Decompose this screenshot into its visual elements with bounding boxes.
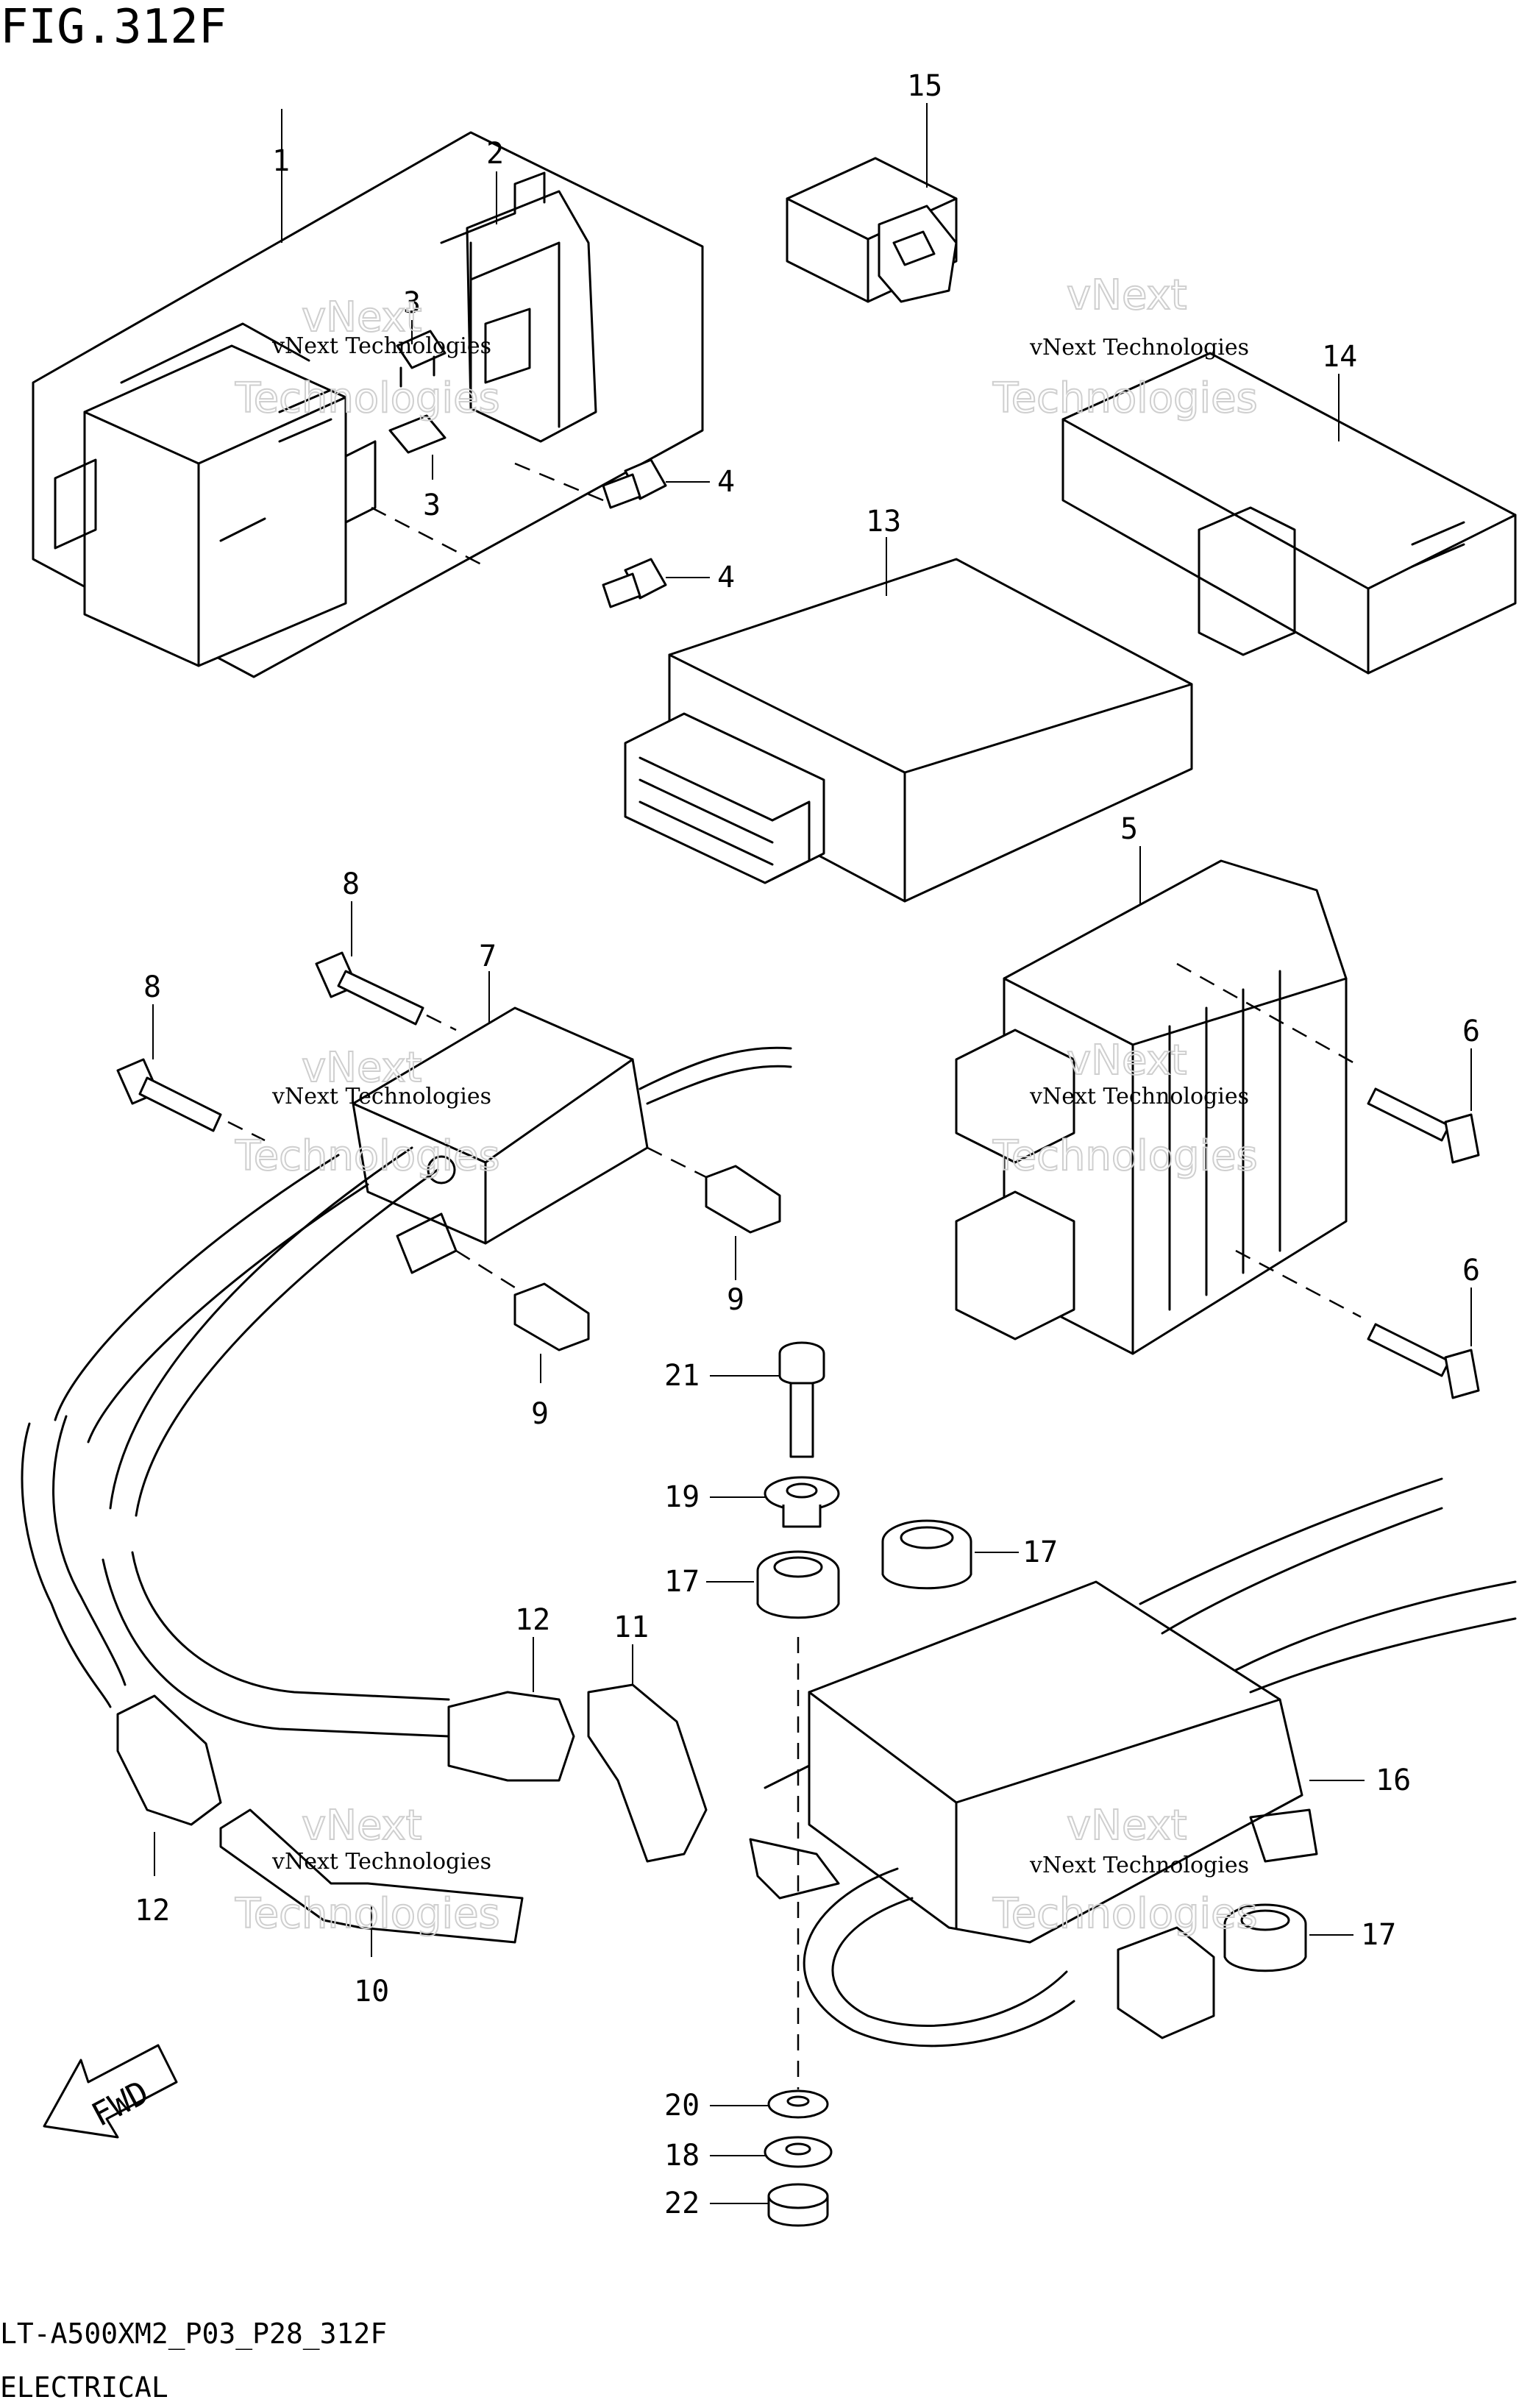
callout-14[interactable]: 14 <box>1322 340 1357 374</box>
bolt-part-8-lower[interactable] <box>116 1058 222 1132</box>
callout-8-upper[interactable]: 8 <box>342 867 360 901</box>
bolt-part-4-upper[interactable] <box>602 458 667 509</box>
callout-12-lower[interactable]: 12 <box>135 1894 170 1928</box>
svg-text:vNext: vNext <box>1067 271 1187 319</box>
collar-part-19[interactable] <box>764 1476 840 1528</box>
svg-text:Technologies: Technologies <box>992 1890 1258 1938</box>
bolt-part-6-upper[interactable] <box>1367 1087 1480 1164</box>
callout-19[interactable]: 19 <box>664 1480 700 1514</box>
figure-title: FIG.312F <box>0 0 227 54</box>
svg-text:vNext Technologies: vNext Technologies <box>1029 1084 1249 1109</box>
svg-text:Technologies: Technologies <box>235 374 500 422</box>
bolt-part-8-upper[interactable] <box>315 951 424 1026</box>
ecm-part-13[interactable] <box>624 558 1193 903</box>
callout-13[interactable]: 13 <box>866 505 901 539</box>
callout-8-lower[interactable]: 8 <box>143 970 161 1004</box>
callout-3-upper[interactable]: 3 <box>403 286 421 320</box>
section-name: ELECTRICAL <box>0 2371 168 2404</box>
svg-text:vNext: vNext <box>302 1802 422 1850</box>
svg-text:vNext: vNext <box>302 1044 422 1092</box>
svg-text:vNext: vNext <box>302 294 422 341</box>
svg-text:Technologies: Technologies <box>235 1132 500 1180</box>
plug-cap-part-10[interactable] <box>219 1808 524 1944</box>
figure-code: LT-A500XM2_P03_P28_312F <box>0 2318 387 2351</box>
svg-text:vNext Technologies: vNext Technologies <box>271 1849 491 1875</box>
grommet-part-17-lower[interactable] <box>1223 1903 1307 1972</box>
ignition-coil-part-7[interactable] <box>352 1006 792 1274</box>
callout-22[interactable]: 22 <box>664 2187 700 2220</box>
callout-20[interactable]: 20 <box>664 2089 700 2123</box>
regulator-part-5[interactable] <box>955 859 1348 1355</box>
callout-1[interactable]: 1 <box>272 144 290 178</box>
sleeve-part-9-lower[interactable] <box>513 1282 590 1352</box>
washer-part-20[interactable] <box>767 2089 829 2119</box>
callout-4-lower[interactable]: 4 <box>717 561 735 594</box>
callout-17-middle[interactable]: 17 <box>664 1565 700 1599</box>
svg-text:vNext Technologies: vNext Technologies <box>271 333 491 359</box>
callout-4-upper[interactable]: 4 <box>717 465 735 499</box>
bolt-part-6-lower[interactable] <box>1367 1323 1480 1399</box>
boot-part-12-lower[interactable] <box>116 1694 222 1826</box>
washer-part-18[interactable] <box>764 2136 833 2168</box>
svg-text:Technologies: Technologies <box>235 1890 500 1938</box>
callout-9-upper[interactable]: 9 <box>727 1283 744 1317</box>
svg-text:vNext Technologies: vNext Technologies <box>271 1084 491 1109</box>
svg-text:vNext: vNext <box>1067 1802 1187 1850</box>
cover-part-14[interactable] <box>1061 352 1517 675</box>
svg-text:vNext: vNext <box>1067 1037 1187 1084</box>
grommet-part-17-upper[interactable] <box>881 1519 972 1590</box>
callout-17-lower[interactable]: 17 <box>1361 1918 1396 1952</box>
callout-15[interactable]: 15 <box>907 69 942 103</box>
svg-text:Technologies: Technologies <box>992 1132 1258 1180</box>
svg-text:vNext Technologies: vNext Technologies <box>1029 335 1249 361</box>
plug-cap-part-11[interactable] <box>587 1683 708 1863</box>
callout-10[interactable]: 10 <box>354 1975 389 2009</box>
bolt-part-21[interactable] <box>778 1341 825 1458</box>
callout-16[interactable]: 16 <box>1376 1764 1411 1797</box>
callout-12-upper[interactable]: 12 <box>515 1603 550 1637</box>
callout-18[interactable]: 18 <box>664 2139 700 2173</box>
callout-6-upper[interactable]: 6 <box>1462 1015 1480 1048</box>
svg-text:vNext Technologies: vNext Technologies <box>1029 1853 1249 1878</box>
callout-9-lower[interactable]: 9 <box>531 1397 549 1431</box>
boot-part-12-upper[interactable] <box>447 1691 575 1782</box>
watermark: vNext Technologies vNext Technologies vN… <box>234 271 1259 1939</box>
callout-17-upper[interactable]: 17 <box>1022 1535 1058 1569</box>
control-unit-part-16[interactable] <box>749 1477 1517 2047</box>
callout-5[interactable]: 5 <box>1120 812 1138 846</box>
grommet-part-17-middle[interactable] <box>756 1550 840 1619</box>
callout-7[interactable]: 7 <box>479 940 497 973</box>
callout-21[interactable]: 21 <box>664 1359 700 1393</box>
callout-3-lower[interactable]: 3 <box>423 489 441 522</box>
fwd-arrow-icon: FWD <box>43 2044 178 2139</box>
connector-part-15[interactable] <box>786 157 958 303</box>
svg-text:Technologies: Technologies <box>992 374 1258 422</box>
sleeve-part-9-upper[interactable] <box>705 1165 781 1234</box>
nut-part-22[interactable] <box>767 2183 829 2227</box>
callout-2[interactable]: 2 <box>486 137 504 171</box>
callout-11[interactable]: 11 <box>613 1610 649 1644</box>
callout-6-lower[interactable]: 6 <box>1462 1254 1480 1288</box>
high-tension-leads <box>21 1146 450 1738</box>
relay-assembly-part-1[interactable] <box>32 131 704 678</box>
bolt-part-4-lower[interactable] <box>602 558 667 608</box>
